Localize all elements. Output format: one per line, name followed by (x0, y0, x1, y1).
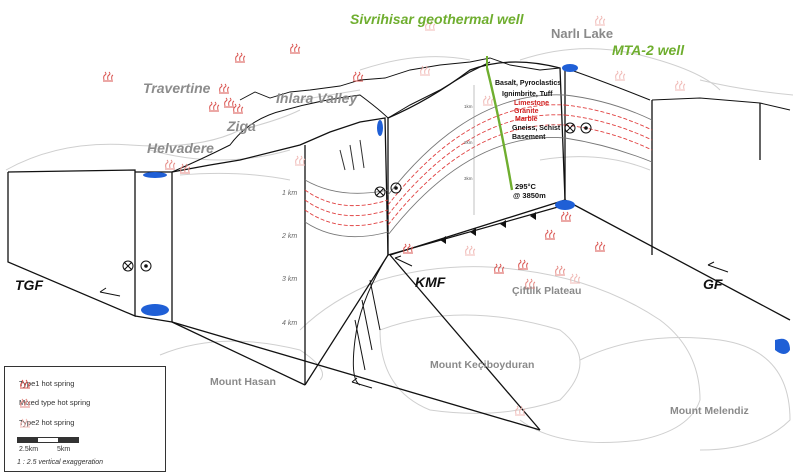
strata-basalt-label: Basalt, Pyroclastics (495, 80, 562, 87)
hot-spring-icon (518, 259, 529, 270)
mount-kecibolduran-label: Mount Keçiboyduran (430, 359, 535, 371)
hot-spring-symbols (103, 15, 686, 416)
narli-lake-label: Narlı Lake (551, 26, 614, 41)
central-right-block (387, 61, 791, 431)
type1-spring-icon (20, 379, 31, 389)
hot-spring-icon (525, 278, 536, 289)
thrust-teeth (440, 212, 536, 244)
hot-spring-icon (235, 52, 246, 63)
hot-spring-icon (425, 20, 436, 31)
scale-label-b: 5km (57, 446, 71, 453)
ziga-label: Ziga (227, 118, 256, 134)
helvadere-label: Helvadere (147, 140, 214, 156)
hot-spring-icon (494, 263, 505, 274)
hot-spring-icon (515, 405, 526, 416)
strata-red-left (304, 189, 389, 227)
scale-bar (17, 437, 79, 443)
left-block (7, 169, 541, 431)
hot-spring-icon (403, 243, 414, 254)
vertical-exaggeration-label: 1 : 2.5 vertical exaggeration (17, 459, 103, 466)
sivrihisar-well-label: Sivrihisar geothermal well (350, 11, 524, 27)
legend-type1-label: Type1 hot spring (19, 379, 75, 388)
travertine-label: Travertine (143, 80, 211, 96)
mount-hasan-label: Mount Hasan (210, 376, 276, 388)
strata-gray-left (304, 179, 389, 238)
depth-tick-4km: 4 km (282, 320, 298, 327)
hot-spring-icon (595, 241, 606, 252)
fault-lines (339, 139, 566, 386)
hot-spring-icon (224, 97, 235, 108)
legend-row-type2: Type2 hot spring (19, 418, 75, 428)
well-depth-label: @ 3850m (513, 191, 546, 200)
type2-spring-icon (20, 418, 31, 428)
hot-spring-icon (420, 65, 431, 76)
strata-anticline (387, 94, 653, 236)
well-depth-tick-1km: 1km (464, 104, 473, 109)
legend-row-mixed: Mixed type hot spring (19, 398, 91, 408)
tgf-label: TGF (15, 277, 43, 293)
hot-spring-icon (219, 83, 230, 94)
fault-motion-symbols (122, 122, 592, 272)
hot-spring-icon (353, 71, 364, 82)
water-bodies (141, 64, 790, 354)
depth-tick-2km: 2 km (282, 233, 298, 240)
hot-spring-icon (595, 15, 606, 26)
hot-spring-icon (615, 70, 626, 81)
gf-label: GF (703, 276, 723, 292)
depth-tick-3km: 3 km (282, 276, 298, 283)
well-depth-tick-2km: 2km (464, 140, 473, 145)
hot-spring-icon (103, 71, 114, 82)
hot-spring-icon (483, 95, 494, 106)
ciftlik-plateau-label: Çiftlik Plateau (512, 285, 582, 297)
hot-spring-icon (295, 155, 306, 166)
mount-melendiz-label: Mount Melendiz (670, 405, 749, 417)
depth-tick-1km: 1 km (282, 190, 298, 197)
well-depth-tick-3km: 3km (464, 176, 473, 181)
strata-marble-label: Marble (515, 116, 538, 123)
ihlara-valley-label: Ihlara Valley (276, 90, 358, 106)
sivrihisar-well-trace (485, 67, 514, 191)
fault-arrows (99, 255, 729, 389)
strata-limestone-label: Limestone (514, 100, 550, 107)
hot-spring-icon (545, 229, 556, 240)
hot-spring-icon (561, 211, 572, 222)
strata-ignimbrite-label: Ignimbrite, Tuff (502, 91, 553, 98)
strata-gneiss-label: Gneiss, Schist (512, 125, 561, 132)
legend-row-type1: Type1 hot spring (19, 379, 75, 389)
hot-spring-icon (570, 273, 581, 284)
hot-spring-icon (209, 101, 220, 112)
hot-spring-icon (180, 163, 191, 174)
strata-basement-label: Basement (512, 134, 546, 141)
mta2-well-label: MTA-2 well (612, 42, 685, 58)
legend-mixed-label: Mixed type hot spring (19, 398, 91, 407)
terrain-contours (5, 48, 793, 451)
hot-spring-icon (675, 80, 686, 91)
legend-type2-label: Type2 hot spring (19, 418, 75, 427)
hot-spring-icon (555, 265, 566, 276)
well-temp-label: 295°C (515, 182, 536, 191)
hot-spring-icon (233, 103, 244, 114)
legend-box: Type1 hot spring Mixed type hot spring T… (4, 366, 166, 472)
scale-label-a: 2.5km (19, 446, 39, 453)
kmf-label: KMF (415, 274, 446, 290)
mixed-spring-icon (20, 398, 31, 408)
hot-spring-icon (165, 159, 176, 170)
strata-granite-label: Granite (514, 108, 539, 115)
hot-spring-icon (290, 43, 301, 54)
hot-spring-icon (465, 245, 476, 256)
